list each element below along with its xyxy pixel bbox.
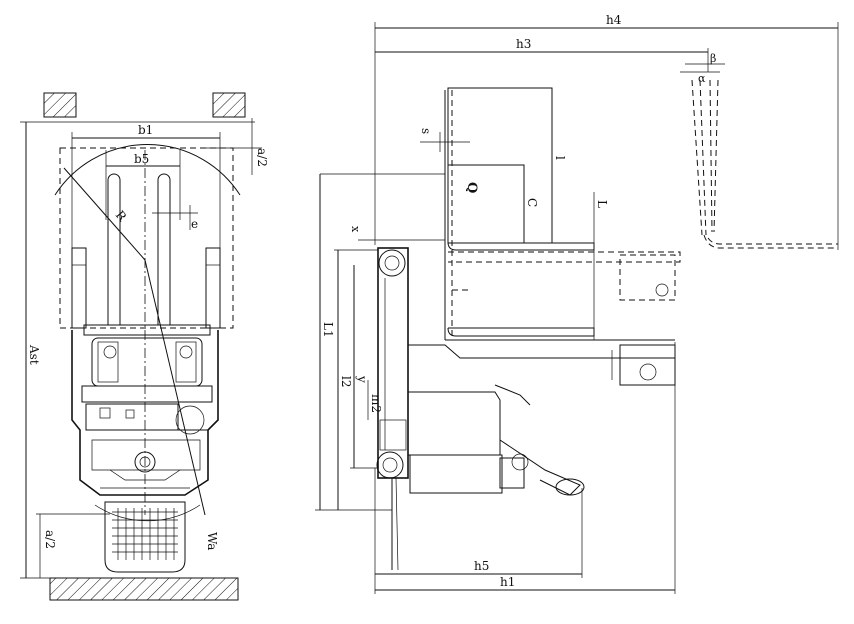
tiller-head <box>104 501 186 573</box>
fork-right <box>157 173 171 325</box>
alpha-label: α <box>698 72 706 85</box>
q-label: Q <box>464 182 479 193</box>
load-wheel-assembly <box>619 344 676 386</box>
beta-label: β <box>710 52 716 65</box>
fork-lowered <box>447 327 595 337</box>
h1-label: h1 <box>500 575 515 589</box>
drive-housing <box>409 454 503 494</box>
truck-body <box>408 391 501 456</box>
wa-arc <box>94 504 201 522</box>
h3-label: h3 <box>516 37 531 51</box>
h4-label: h4 <box>606 13 622 27</box>
wa-radius-line <box>144 259 206 516</box>
wheel-left-icon <box>103 345 117 359</box>
radius-label: R <box>113 208 130 225</box>
ast-label: Ast <box>27 344 41 365</box>
tiller-grip-grid <box>112 508 178 560</box>
motor-block <box>499 457 525 489</box>
l2-label: l2 <box>339 376 353 387</box>
tiller-grip-icon <box>555 478 585 496</box>
tiller-handle <box>499 439 581 496</box>
raised-mast-lines <box>691 79 838 249</box>
bottom-pulley-icon <box>376 451 404 479</box>
mast-column <box>377 247 409 479</box>
radius-line <box>63 167 146 261</box>
load-outline <box>59 147 234 329</box>
cross-member <box>81 385 213 403</box>
top-pulley-icon <box>378 249 406 277</box>
battery-compartment <box>91 337 203 387</box>
b1-label: b1 <box>138 123 153 137</box>
m2-label: m2 <box>369 394 383 413</box>
turning-arc <box>54 144 241 196</box>
wa-label: Wa <box>205 532 219 550</box>
load-wheel-icon <box>639 363 657 381</box>
x-label: x <box>349 226 362 233</box>
fork-left <box>107 173 121 325</box>
wheel-right-icon <box>179 345 193 359</box>
h5-label: h5 <box>474 559 489 573</box>
l1-label: L1 <box>321 322 335 338</box>
wall-hatch-top-left <box>43 92 77 118</box>
b5-label: b5 <box>134 152 149 166</box>
a2-top-label: a/2 <box>255 148 269 167</box>
tiller-handle-upper <box>494 384 531 406</box>
wall-hatch-top-right <box>212 92 246 118</box>
carriage-plate <box>83 324 211 336</box>
mast-rail-right <box>205 247 221 329</box>
fork-initial-lift-dashed <box>448 251 681 263</box>
s-label: s <box>419 128 433 134</box>
y-label: y <box>355 375 369 383</box>
c-label: C <box>525 198 539 207</box>
mast-rail-left <box>71 247 87 329</box>
l-label: l <box>553 156 567 160</box>
top-view: Ast a/2 a/2 b1 b5 R e <box>20 92 269 601</box>
e-label: e <box>191 217 198 231</box>
load-q-box <box>447 164 525 244</box>
chassis-outline <box>71 330 219 496</box>
a2-bottom-label: a/2 <box>43 530 57 549</box>
steering-hub-icon <box>134 451 156 473</box>
big-l-label: L <box>595 200 609 208</box>
drive-unit <box>91 439 201 471</box>
fork-raised <box>447 241 595 251</box>
base-arm <box>408 344 675 359</box>
wall-hatch-bottom <box>49 577 239 601</box>
raised-fork-dashed <box>703 234 838 249</box>
side-view: h4 h3 β α Q l C L <box>315 13 839 594</box>
drive-wheel-circle <box>175 405 205 435</box>
mast-bracket <box>379 419 407 451</box>
